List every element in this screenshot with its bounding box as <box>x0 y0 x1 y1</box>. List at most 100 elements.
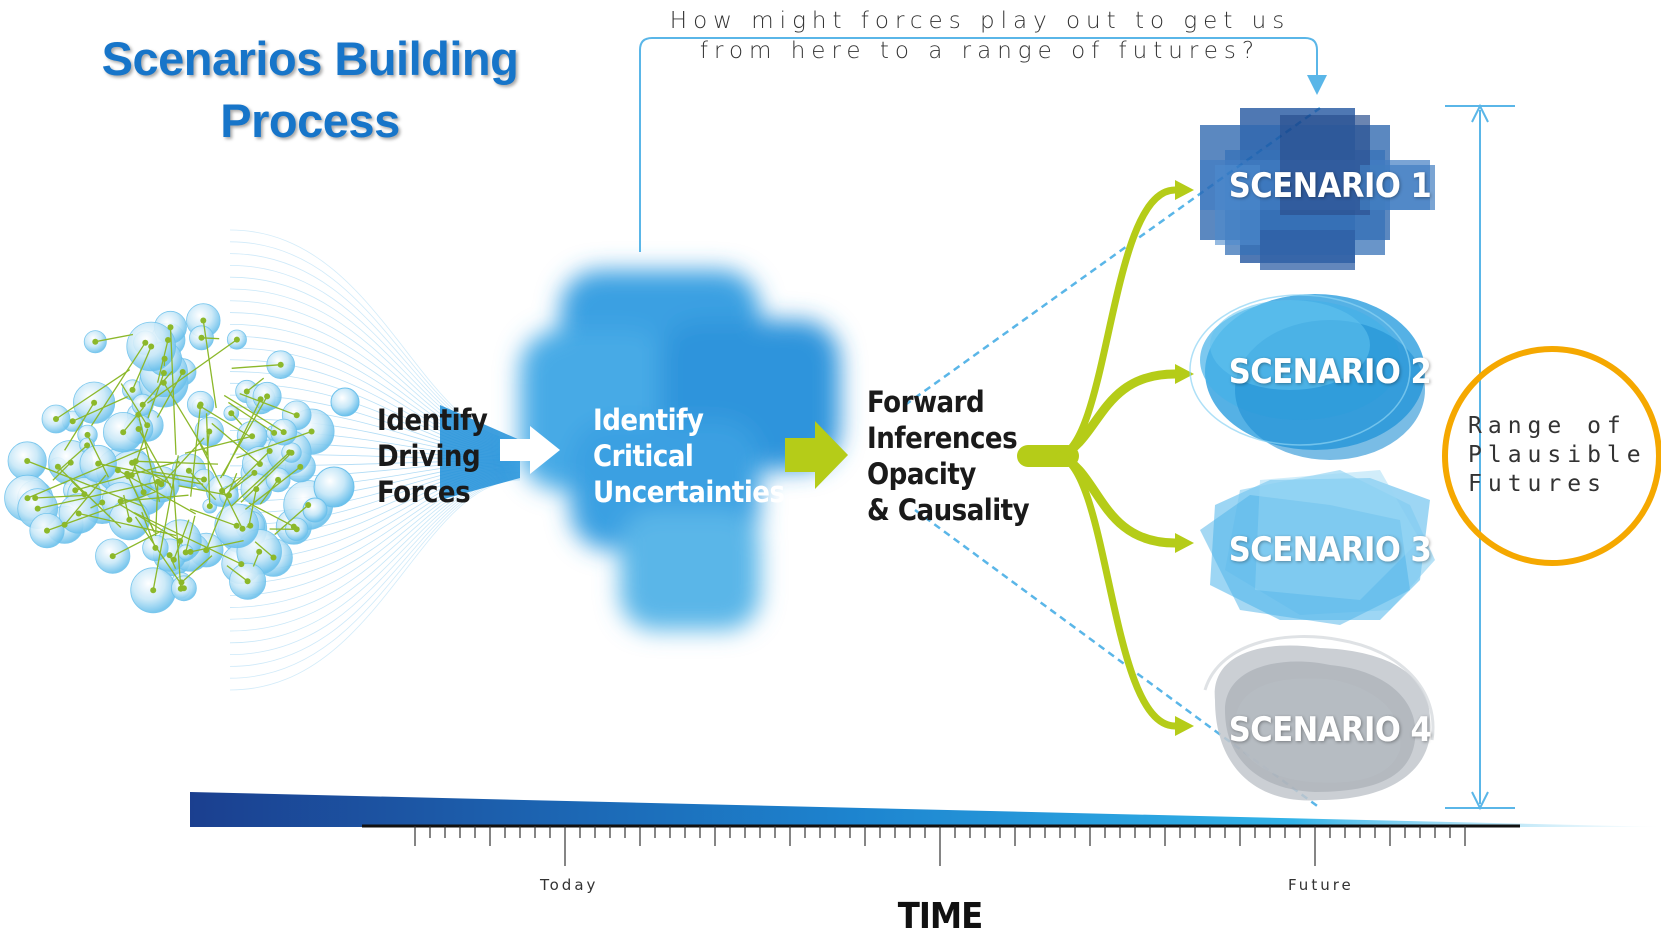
node-dot <box>280 429 287 436</box>
node-dot <box>226 492 232 499</box>
link <box>133 512 242 565</box>
link <box>118 503 181 542</box>
node-dot <box>160 379 167 386</box>
link <box>52 462 72 481</box>
time-gradient-bar <box>190 792 1661 827</box>
step-forward-line-1: Forward <box>867 385 985 419</box>
node-dot <box>126 516 133 523</box>
link <box>46 490 159 532</box>
link <box>70 480 85 495</box>
link <box>120 383 148 426</box>
link <box>248 502 295 528</box>
node-dot <box>99 499 106 506</box>
link <box>55 369 131 420</box>
node-dot <box>277 361 284 368</box>
step-critical-line-1: Identify <box>593 403 704 437</box>
link <box>152 455 179 591</box>
link <box>147 372 165 419</box>
node-dot <box>185 467 192 474</box>
feedback-loop-arrow <box>639 37 1327 252</box>
link <box>219 396 268 479</box>
node-dot <box>91 399 98 406</box>
node-dot <box>140 489 147 496</box>
link <box>142 370 173 406</box>
scenario-4-shape <box>1203 635 1435 801</box>
node-dot <box>249 433 256 440</box>
link <box>131 367 143 391</box>
link <box>259 479 279 505</box>
link <box>211 422 261 465</box>
step-driving-line-3: Forces <box>377 475 471 509</box>
bubble <box>313 466 355 508</box>
node-dot <box>179 369 186 375</box>
node-dot <box>293 412 300 419</box>
node-dot <box>72 487 79 494</box>
link <box>190 404 202 497</box>
link <box>205 413 211 507</box>
node-dot <box>305 502 312 508</box>
node-dot <box>253 486 260 493</box>
node-dot <box>95 460 102 467</box>
link <box>239 392 297 416</box>
link <box>236 430 312 459</box>
fan-line <box>229 479 521 691</box>
node-dot <box>264 393 271 400</box>
link <box>223 394 285 433</box>
node-dot <box>166 552 173 559</box>
step-critical-line-2: Critical <box>593 439 694 473</box>
node-dot <box>167 324 174 331</box>
question-line-2: from here to a range of futures? <box>699 38 1261 64</box>
node-dot <box>293 526 300 533</box>
link <box>228 401 275 434</box>
node-dot <box>150 587 157 594</box>
node-dot <box>161 355 168 362</box>
link <box>248 488 257 527</box>
node-dot <box>256 461 263 467</box>
node-dot <box>219 487 226 494</box>
node-dot <box>24 495 31 502</box>
node-dot <box>197 401 204 408</box>
question-text: How might forces play out to get us from… <box>600 6 1360 66</box>
link <box>185 515 196 553</box>
link <box>95 333 134 343</box>
node-dot <box>34 505 41 512</box>
node-dot <box>266 448 273 454</box>
question-line-1: How might forces play out to get us <box>669 8 1291 34</box>
link <box>147 339 238 404</box>
node-dot <box>84 431 91 438</box>
link <box>178 485 230 497</box>
node-dot <box>251 469 258 476</box>
scenario-2-label: SCENARIO 2 <box>1228 352 1432 392</box>
node-dot <box>297 463 304 470</box>
link <box>131 428 149 476</box>
white-arrow <box>500 426 560 474</box>
node-dot <box>128 472 135 479</box>
link <box>231 364 281 369</box>
node-dot <box>117 498 124 505</box>
step-driving-line-2: Driving <box>377 439 481 473</box>
node-dot <box>200 317 207 324</box>
fan-line <box>229 478 521 679</box>
time-axis-label: TIME <box>897 896 984 937</box>
bubble <box>302 497 328 523</box>
node-dot <box>243 388 250 395</box>
node-dot <box>75 510 82 517</box>
future-label: Future <box>1288 876 1354 894</box>
link <box>37 479 164 510</box>
link <box>137 414 161 502</box>
link <box>196 437 244 530</box>
link <box>154 481 159 537</box>
link <box>206 431 210 456</box>
node-dot <box>69 418 76 425</box>
link <box>226 565 248 582</box>
link <box>64 402 95 451</box>
node-dot <box>201 476 207 483</box>
link <box>112 530 162 557</box>
node-dot <box>92 338 99 345</box>
step-forward-line-3: Opacity <box>867 457 976 491</box>
title-line-1: Scenarios Building <box>101 32 519 85</box>
scenario-4-label: SCENARIO 4 <box>1228 710 1432 750</box>
step-critical-uncertainties: Identify Critical Uncertainties <box>593 402 785 510</box>
node-dot <box>24 458 31 464</box>
scenario-3-label: SCENARIO 3 <box>1228 530 1432 570</box>
